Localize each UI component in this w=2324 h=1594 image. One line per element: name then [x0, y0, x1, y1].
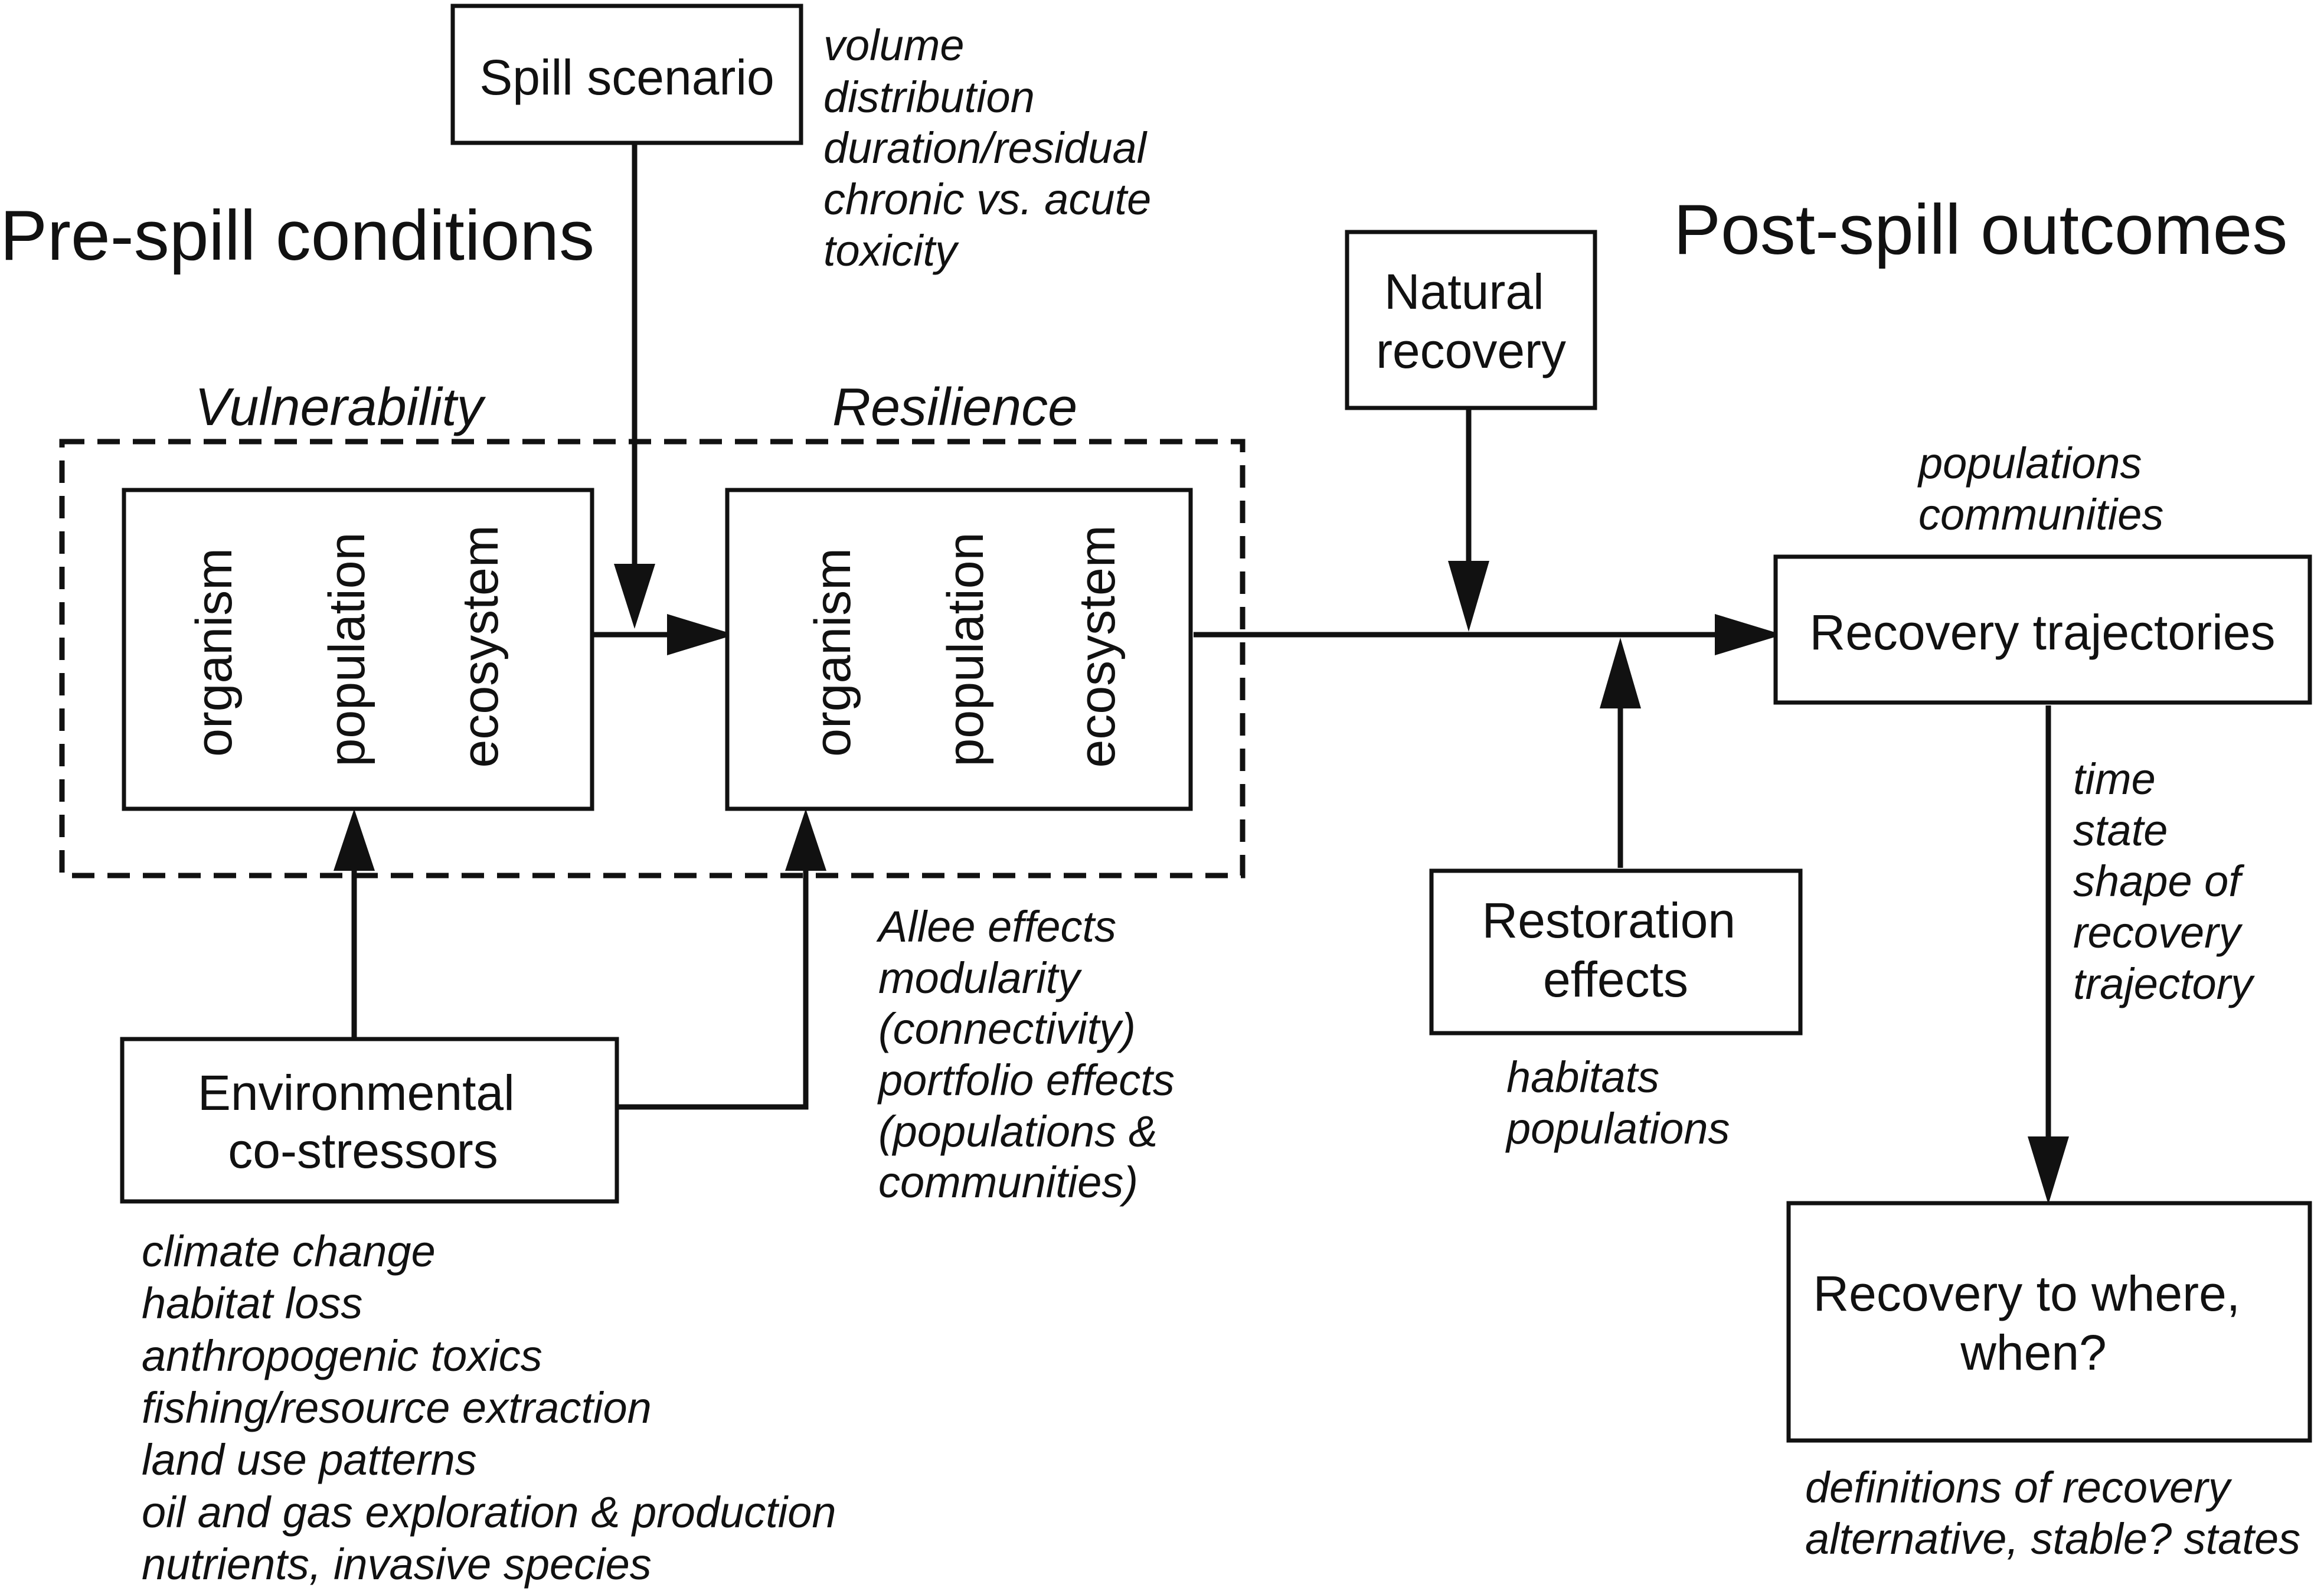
- recovery-to-where-line-2: when?: [1960, 1325, 2107, 1380]
- trajectory-scope-list: populations communities: [1917, 439, 2163, 539]
- natural-recovery-box: [1345, 230, 1597, 410]
- resilience-arrowhead: [667, 614, 735, 655]
- recovery-trajectories-label: Recovery trajectories: [1810, 605, 2276, 660]
- restoration-effects-line-2: effects: [1543, 952, 1688, 1007]
- vulnerability-organism-label: organism: [186, 548, 243, 757]
- recovery-to-where-label: Recovery to where, when?: [1813, 1266, 2254, 1380]
- costressor-item: oil and gas exploration & production: [142, 1488, 836, 1537]
- costressor-item: nutrients, invasive species: [142, 1540, 652, 1589]
- trajectory-attribute: shape of: [2073, 857, 2244, 906]
- costressor-to-resilience-line: [617, 868, 809, 1110]
- spill-factor: toxicity: [823, 226, 959, 275]
- resilience-factor: Allee effects: [876, 902, 1116, 951]
- resilience-factor: portfolio effects: [877, 1056, 1175, 1105]
- resilience-box: [725, 488, 1193, 811]
- trajectory-attributes-list: time state shape of recovery trajectory: [2073, 754, 2255, 1008]
- costressor-item: climate change: [142, 1227, 436, 1276]
- resilience-heading: Resilience: [832, 378, 1077, 437]
- costressors-line-2: co-stressors: [228, 1123, 498, 1178]
- recovery-definition: alternative, stable? states: [1805, 1514, 2300, 1563]
- environmental-costressors-box: [120, 1037, 619, 1204]
- natural-recovery-label: Natural recovery: [1376, 264, 1566, 378]
- recovery-definitions-list: definitions of recovery alternative, sta…: [1805, 1463, 2300, 1563]
- vulnerability-population-label: population: [319, 533, 375, 767]
- trajectory-scope-item: populations: [1917, 439, 2142, 488]
- trajectory-attribute: trajectory: [2073, 959, 2255, 1008]
- costressor-item: fishing/resource extraction: [142, 1383, 652, 1432]
- resilience-population-label: population: [937, 533, 994, 767]
- spill-factor: duration/residual: [823, 123, 1148, 172]
- restoration-effects-box: [1429, 868, 1803, 1036]
- costressor-item: anthropogenic toxics: [142, 1331, 542, 1380]
- pre-spill-group: [59, 439, 1246, 878]
- restoration-effects-line-1: Restoration: [1482, 893, 1736, 948]
- pre-spill-title: Pre-spill conditions: [0, 196, 594, 275]
- post-spill-title: Post-spill outcomes: [1673, 190, 2287, 269]
- vulnerability-heading: Vulnerability: [195, 378, 486, 437]
- resilience-up-arrowhead: [785, 809, 826, 871]
- trajectory-attribute: time: [2073, 754, 2156, 803]
- natural-recovery-line-2: recovery: [1376, 323, 1566, 378]
- restoration-target: habitats: [1506, 1053, 1659, 1102]
- restoration-arrowhead: [1600, 638, 1641, 708]
- spill-scenario-box: [450, 4, 803, 145]
- vulnerability-arrowhead: [334, 809, 375, 871]
- spill-factor: chronic vs. acute: [823, 175, 1151, 224]
- resilience-factors-list: Allee effects modularity (connectivity) …: [876, 902, 1186, 1207]
- trajectory-attribute: state: [2073, 806, 2168, 855]
- resilience-factor: communities): [878, 1158, 1138, 1207]
- natural-recovery-line-1: Natural: [1384, 264, 1544, 319]
- where-arrowhead: [2028, 1136, 2069, 1204]
- recovery-definition: definitions of recovery: [1805, 1463, 2233, 1512]
- natural-recovery-arrowhead: [1448, 561, 1489, 632]
- resilience-ecosystem-label: ecosystem: [1069, 525, 1126, 767]
- costressors-list: climate change habitat loss anthropogeni…: [142, 1227, 848, 1589]
- resilience-organism-label: organism: [805, 548, 861, 757]
- restoration-target: populations: [1505, 1104, 1730, 1153]
- recovery-trajectories-box: [1773, 554, 2312, 705]
- spill-factor: distribution: [823, 73, 1035, 122]
- recovery-to-where-line-1: Recovery to where,: [1813, 1266, 2241, 1321]
- resilience-factor: (populations &: [878, 1107, 1158, 1156]
- spill-arrowhead: [614, 564, 655, 629]
- trajectory-attribute: recovery: [2073, 908, 2243, 957]
- recovery-to-where-box: [1786, 1201, 2312, 1443]
- spill-factor: volume: [823, 21, 965, 70]
- restoration-effects-label: Restoration effects: [1482, 893, 1750, 1007]
- spill-scenario-label: Spill scenario: [479, 50, 774, 105]
- costressors-line-1: Environmental: [198, 1065, 515, 1121]
- resilience-factor: (connectivity): [878, 1004, 1136, 1053]
- spill-factors-list: volume distribution duration/residual ch…: [823, 21, 1163, 275]
- vulnerability-ecosystem-label: ecosystem: [452, 525, 509, 767]
- restoration-targets-list: habitats populations: [1505, 1053, 1730, 1153]
- trajectories-arrowhead: [1715, 614, 1783, 655]
- costressor-item: habitat loss: [142, 1279, 362, 1328]
- resilience-factor: modularity: [878, 953, 1082, 1002]
- vulnerability-box: [122, 488, 594, 811]
- environmental-costressors-label: Environmental co-stressors: [198, 1065, 528, 1178]
- costressor-item: land use patterns: [142, 1435, 477, 1484]
- trajectory-scope-item: communities: [1918, 490, 2163, 539]
